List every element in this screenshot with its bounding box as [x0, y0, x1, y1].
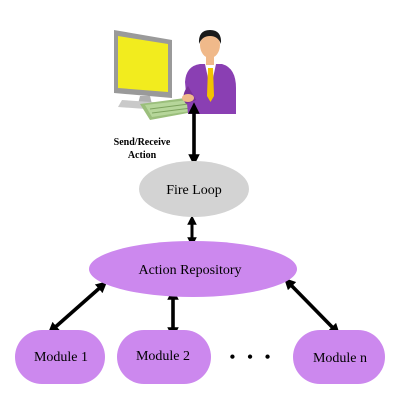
arrow-repository-module-1 — [47, 281, 108, 334]
send-receive-label-line1: Send/Receive — [114, 137, 171, 148]
fire-loop-node: Fire Loop — [139, 161, 249, 217]
person-icon — [182, 30, 236, 114]
module-2-node: Module 2 — [117, 330, 211, 384]
module-1-node: Module 1 — [15, 330, 105, 384]
user-at-computer-icon — [114, 30, 236, 120]
send-receive-label-line2: Action — [128, 150, 157, 161]
module-2-label: Module 2 — [136, 349, 190, 364]
module-n-node: Module n — [293, 330, 385, 384]
ellipsis: • • • — [230, 349, 275, 366]
action-repository-node: Action Repository — [89, 241, 297, 297]
module-n-label: Module n — [313, 351, 367, 366]
module-1-label: Module 1 — [34, 350, 88, 365]
arrow-repository-module-n — [283, 277, 341, 336]
connectors — [47, 102, 341, 339]
monitor-icon — [114, 30, 172, 110]
fire-loop-label: Fire Loop — [166, 183, 222, 198]
action-repository-label: Action Repository — [138, 263, 241, 278]
